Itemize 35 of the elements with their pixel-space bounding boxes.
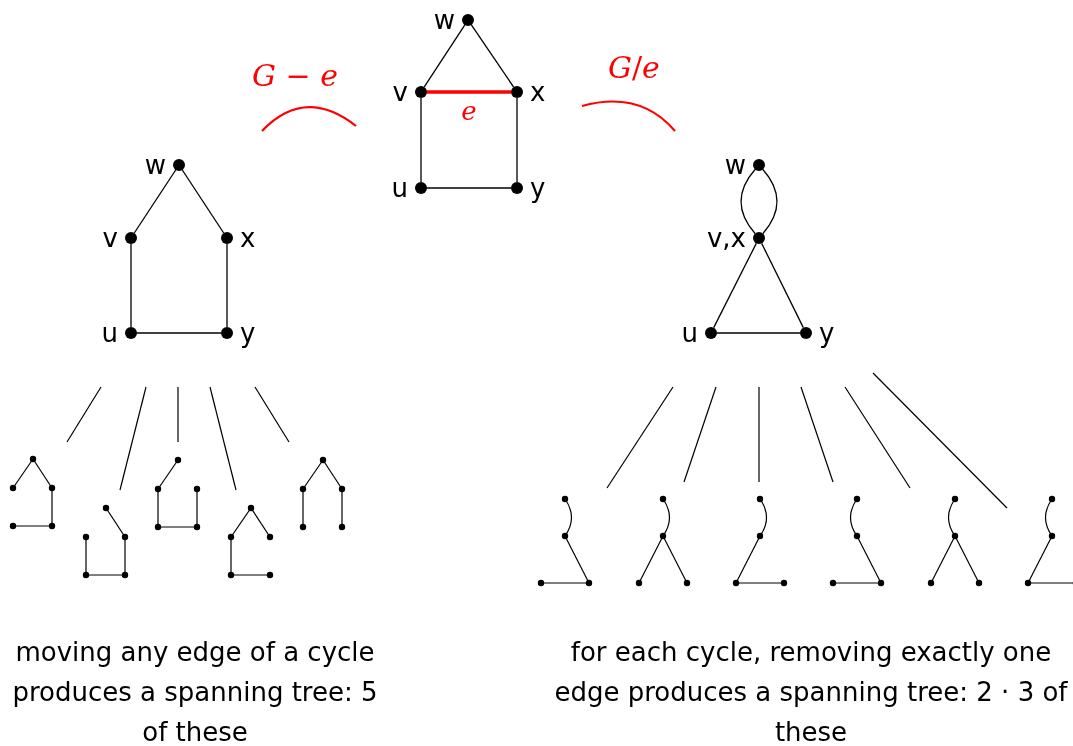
- vertex-label: u: [681, 318, 698, 348]
- graph-edge: [130, 243, 132, 328]
- vertex-label: x: [530, 77, 546, 107]
- operation-label: G − e: [252, 58, 338, 93]
- graph-edge: [716, 332, 801, 334]
- caption: for each cycle, removing exactly one edge produces a spanning tree: 2 · 3 of these: [553, 636, 1069, 746]
- graph-edge: [420, 97, 422, 183]
- graph-edge: [516, 97, 518, 183]
- graph-edge: [427, 90, 511, 94]
- vertex-label: w: [724, 150, 746, 180]
- vertex-label: y: [240, 318, 256, 348]
- graph-edge: [426, 187, 512, 189]
- vertex-label: w: [144, 150, 166, 180]
- vertex-label: v: [392, 77, 408, 107]
- vertex-label: v: [102, 223, 118, 253]
- vertex-label: y: [819, 318, 835, 348]
- vertex-label: v,x: [706, 223, 746, 253]
- graph-edge: [713, 242, 757, 329]
- vertex-label: u: [101, 318, 118, 348]
- graph-edge: [761, 242, 804, 329]
- graph-edge: [740, 168, 756, 235]
- vertex-label: y: [530, 173, 546, 203]
- graph-edge: [423, 24, 466, 88]
- graph-edge: [226, 243, 228, 328]
- vertex-label: w: [433, 5, 455, 35]
- graph-edge: [762, 168, 778, 235]
- edge-label: e: [461, 96, 477, 126]
- graph-edge: [470, 24, 515, 88]
- caption: moving any edge of a cycle produces a spanning tree: 5 of these: [11, 636, 379, 746]
- graph-edge: [136, 332, 222, 334]
- vertex-label: x: [240, 223, 256, 253]
- vertex-label: u: [391, 173, 408, 203]
- operation-label: G/e: [608, 50, 660, 85]
- graph-edge: [133, 169, 177, 234]
- graph-edge: [181, 169, 225, 234]
